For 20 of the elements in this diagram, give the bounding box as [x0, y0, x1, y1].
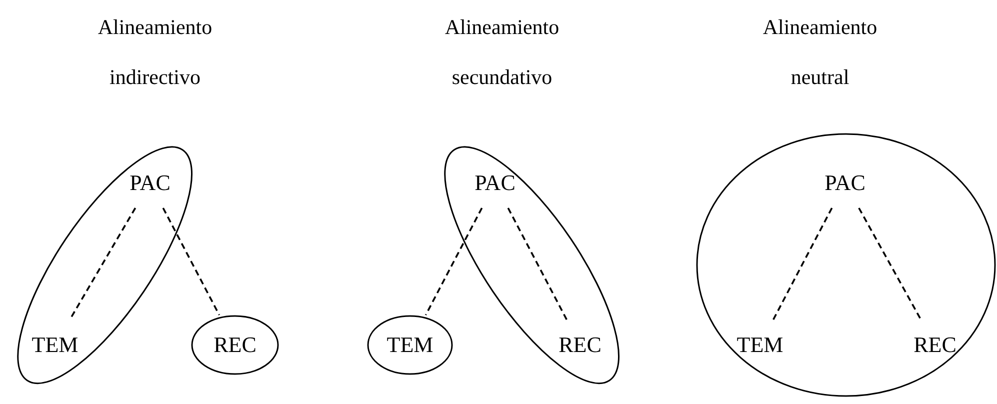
role-label: PAC	[130, 170, 170, 196]
role-label: PAC	[474, 170, 516, 196]
grouping-ellipse	[17, 146, 193, 384]
dashed-line	[424, 208, 483, 316]
role-label: TEM	[32, 332, 78, 358]
role-label: PAC	[824, 170, 866, 196]
dashed-line	[162, 208, 220, 316]
panel-title: Alineamiento indirectivo	[96, 14, 214, 91]
dashed-line	[858, 208, 922, 320]
circled-role: TEM	[367, 315, 453, 375]
grouping-ellipse	[444, 146, 620, 384]
role-label: REC	[914, 332, 956, 358]
grouping-ellipse	[696, 133, 996, 397]
role-label: TEM	[736, 332, 784, 358]
panel-title: Alineamiento neutral	[762, 14, 878, 91]
circled-role: REC	[191, 315, 279, 375]
dashed-line	[772, 208, 833, 320]
dashed-line	[507, 208, 568, 320]
panel-title: Alineamiento secundativo	[444, 14, 560, 91]
role-label: REC	[558, 332, 602, 358]
